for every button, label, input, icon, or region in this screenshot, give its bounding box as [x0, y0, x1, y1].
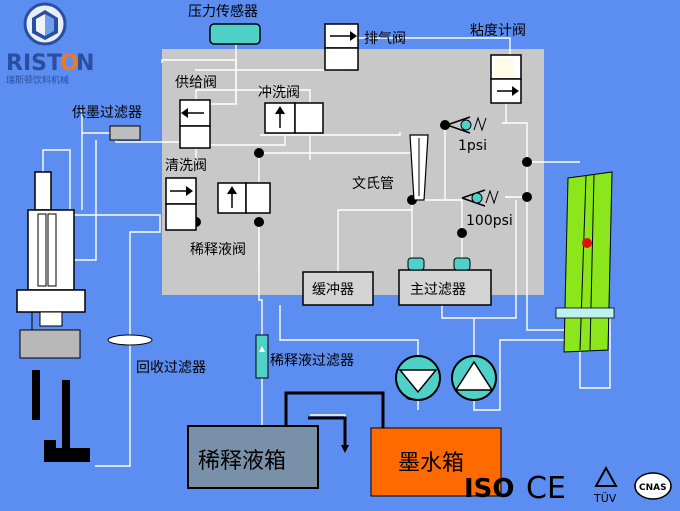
- viscosity-valve: [490, 54, 522, 104]
- clean-valve: [165, 177, 197, 231]
- cnas-label: CNAS: [639, 483, 667, 493]
- logo-brand-n: N: [76, 51, 94, 76]
- tuv-mark-icon: TÜV: [593, 465, 618, 505]
- label-100psi: 100psi: [466, 213, 513, 229]
- diluent-tank: [187, 425, 319, 489]
- pump-up: [451, 355, 497, 401]
- tank-pipes: [284, 391, 385, 445]
- label-ink-tank: 墨水箱: [398, 451, 464, 476]
- print-head: [16, 171, 90, 462]
- flush-valve: [264, 102, 324, 134]
- check-valve-1psi: [446, 116, 487, 134]
- supply-valve: [179, 99, 211, 149]
- label-buffer: 缓冲器: [312, 282, 354, 298]
- pump-down: [395, 355, 441, 401]
- viscometer: [555, 171, 615, 353]
- label-diluent-valve: 稀释液阀: [190, 242, 246, 258]
- label-ink-supply-filter: 供墨过滤器: [72, 105, 142, 121]
- label-pressure-sensor: 压力传感器: [188, 3, 258, 20]
- label-viscosity-valve: 粘度计阀: [470, 23, 526, 39]
- label-recovery-filter: 回收过滤器: [136, 360, 206, 376]
- recovery-filter: [107, 334, 153, 346]
- logo: RIST O N 瑞斯顿饮料机械: [6, 2, 94, 86]
- diluent-filter: [255, 334, 269, 379]
- label-1psi: 1psi: [458, 138, 487, 154]
- cert-marks: ISO CE TÜV CNAS: [464, 465, 672, 506]
- logo-brand: RIST: [6, 51, 62, 76]
- tuv-label: TÜV: [593, 492, 617, 505]
- logo-brand-o: O: [60, 51, 79, 76]
- venturi: [409, 134, 429, 201]
- iso-mark: ISO: [464, 474, 515, 504]
- main-filter: [398, 257, 492, 306]
- buffer: [302, 271, 374, 306]
- arrow-down: [341, 445, 349, 453]
- label-main-filter: 主过滤器: [410, 282, 466, 298]
- ink-supply-filter: [109, 125, 141, 141]
- ce-mark: CE: [526, 471, 566, 506]
- check-valve-100psi: [461, 189, 499, 207]
- ink-tank: [370, 427, 502, 497]
- label-flush-valve: 冲洗阀: [258, 85, 300, 101]
- cnas-mark-icon: CNAS: [634, 472, 672, 500]
- control-panel: [162, 49, 544, 295]
- exhaust-valve: [324, 23, 359, 71]
- logo-tagline: 瑞斯顿饮料机械: [6, 74, 69, 86]
- label-supply-valve: 供给阀: [175, 75, 217, 91]
- label-diluent-tank: 稀释液箱: [198, 449, 286, 474]
- label-venturi: 文氏管: [352, 176, 394, 192]
- diluent-valve: [217, 182, 271, 214]
- label-diluent-filter: 稀释液过滤器: [270, 353, 354, 369]
- label-clean-valve: 清洗阀: [165, 158, 207, 174]
- pressure-sensor: [209, 23, 261, 45]
- label-exhaust-valve: 排气阀: [364, 31, 406, 47]
